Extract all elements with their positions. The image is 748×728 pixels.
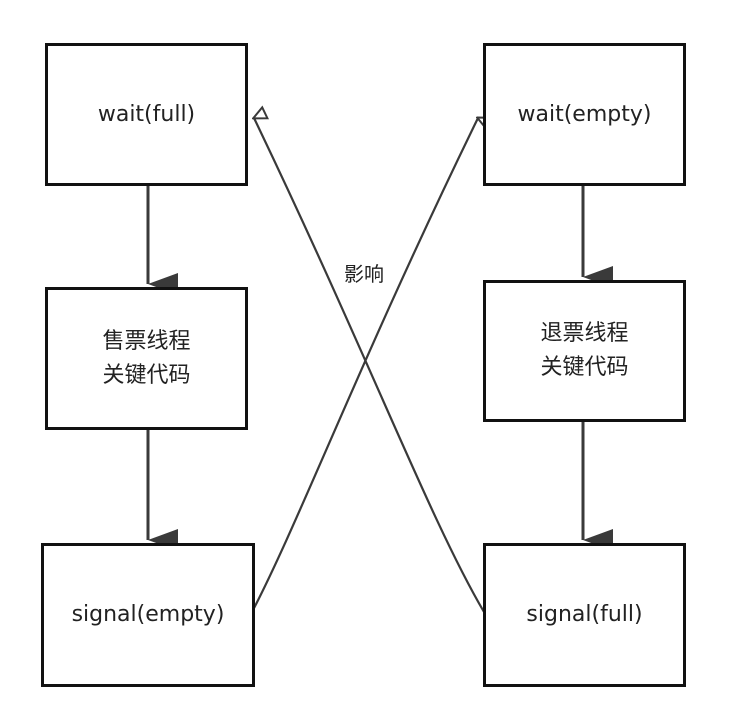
refund-thread-line-2: 关键代码: [540, 355, 629, 380]
box-sell-ticket-thread: 售票线程 关键代码: [45, 287, 248, 430]
box-wait-empty-label: wait(empty): [517, 101, 652, 127]
curve-signal-empty-to-wait-empty: [251, 118, 478, 613]
cross-influence-label: 影响: [344, 262, 384, 286]
box-wait-empty: wait(empty): [483, 43, 686, 186]
curve-signal-full-to-wait-full: [254, 118, 485, 613]
box-signal-empty-label: signal(empty): [71, 602, 225, 627]
refund-thread-line-1: 退票线程: [540, 321, 629, 346]
box-signal-full-label: signal(full): [526, 602, 643, 627]
box-refund-ticket-thread: 退票线程 关键代码: [483, 280, 686, 422]
box-signal-empty: signal(empty): [41, 543, 255, 687]
sell-thread-line-1: 售票线程: [102, 328, 191, 354]
box-wait-full-label: wait(full): [97, 101, 196, 127]
sell-thread-line-2: 关键代码: [102, 362, 191, 388]
box-wait-full: wait(full): [45, 43, 248, 186]
box-signal-full: signal(full): [483, 543, 686, 687]
